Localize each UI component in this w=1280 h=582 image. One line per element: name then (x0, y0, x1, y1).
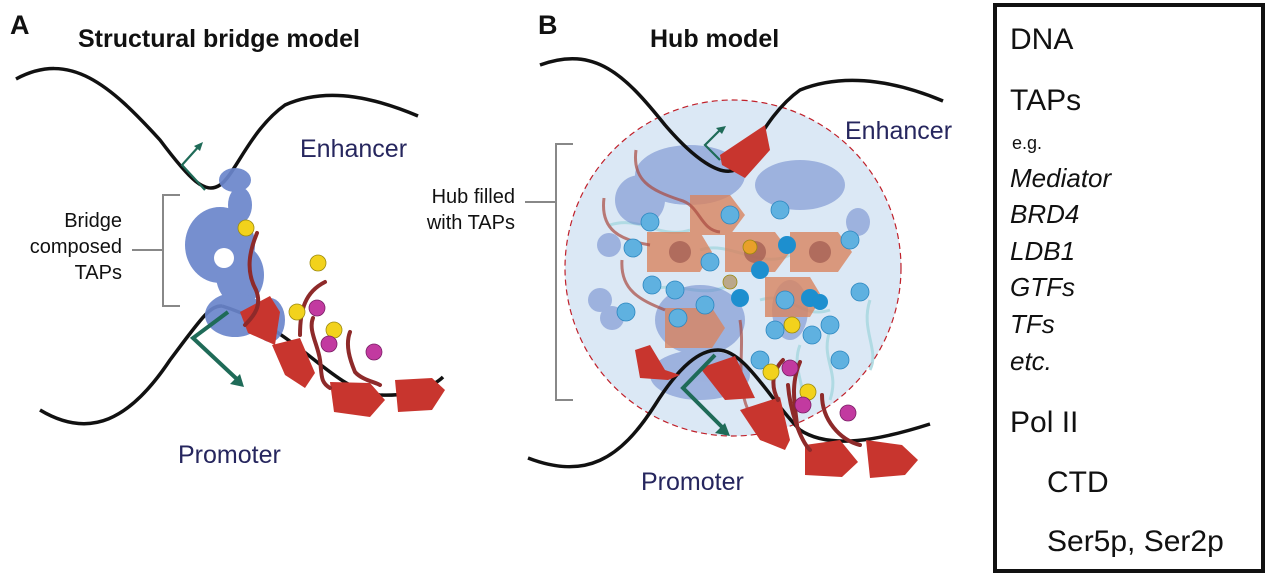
legend-box (993, 3, 1265, 573)
legend-example-gtfs: GTFs (1010, 272, 1075, 302)
panel-a-tap-bridge (185, 168, 285, 342)
bracket-label-line: with TAPs (426, 212, 515, 234)
bracket-label-line: Hub filled (431, 186, 515, 208)
bracket-label-line: Bridge (64, 210, 122, 232)
legend-eg-label: e.g. (1012, 133, 1043, 153)
panel-a-dna-upper (15, 66, 419, 190)
panel-b-ser5p-markers (722, 239, 817, 401)
panel-a-pol2 (240, 296, 445, 417)
panel-a-enhancer-label: Enhancer (300, 135, 408, 163)
legend-example-etc: etc. (1010, 346, 1052, 376)
legend-ser-label: Ser5p, Ser2p (1047, 525, 1224, 558)
panel-b-dna-lower (527, 348, 931, 469)
legend-taps-label: TAPs (1010, 84, 1082, 117)
panel-a-ctd-tails (243, 231, 382, 390)
panel-a-ser5p-markers (237, 219, 343, 339)
panel-a-ser2p-markers (308, 299, 383, 361)
panel-a-bracket-label: Bridge composed TAPs (10, 208, 122, 286)
legend-dna-label: DNA (1010, 23, 1074, 56)
panel-a-promoter-label: Promoter (178, 441, 281, 469)
panel-b-promoter-arrow (680, 353, 727, 432)
panel-b-title: Hub model (650, 25, 780, 53)
legend-pol2-label: Pol II (1010, 406, 1079, 439)
panel-b-tap-spheres (616, 200, 870, 370)
panel-b-promoter-label: Promoter (641, 468, 744, 496)
panel-b-faded-ctd (602, 149, 750, 411)
bracket-label-line: TAPs (74, 262, 122, 284)
panel-b-bracket (525, 143, 573, 401)
panel-b-enhancer-arrow (703, 127, 723, 161)
bracket-label-line: composed (29, 236, 122, 258)
legend-example-mediator: Mediator (1010, 163, 1112, 193)
panel-a-letter: A (10, 10, 30, 40)
panel-b-enhancer-label: Enhancer (845, 117, 953, 145)
legend-ctd-label: CTD (1047, 466, 1109, 499)
panel-b-ser2p-markers (781, 359, 857, 422)
legend-example-brd4: BRD4 (1010, 199, 1080, 229)
legend-example-tfs: TFs (1010, 309, 1055, 339)
legend-example-ldb1: LDB1 (1010, 236, 1076, 266)
panel-b-bracket-label: Hub filled with TAPs (385, 184, 515, 236)
panel-b-pol2 (635, 125, 918, 478)
panel-b-letter: B (538, 10, 558, 40)
panel-a-promoter-arrow (189, 310, 242, 384)
panel-a-title: Structural bridge model (78, 25, 360, 53)
panel-a-bracket (132, 194, 180, 307)
panel-a-enhancer-arrow (180, 144, 206, 191)
